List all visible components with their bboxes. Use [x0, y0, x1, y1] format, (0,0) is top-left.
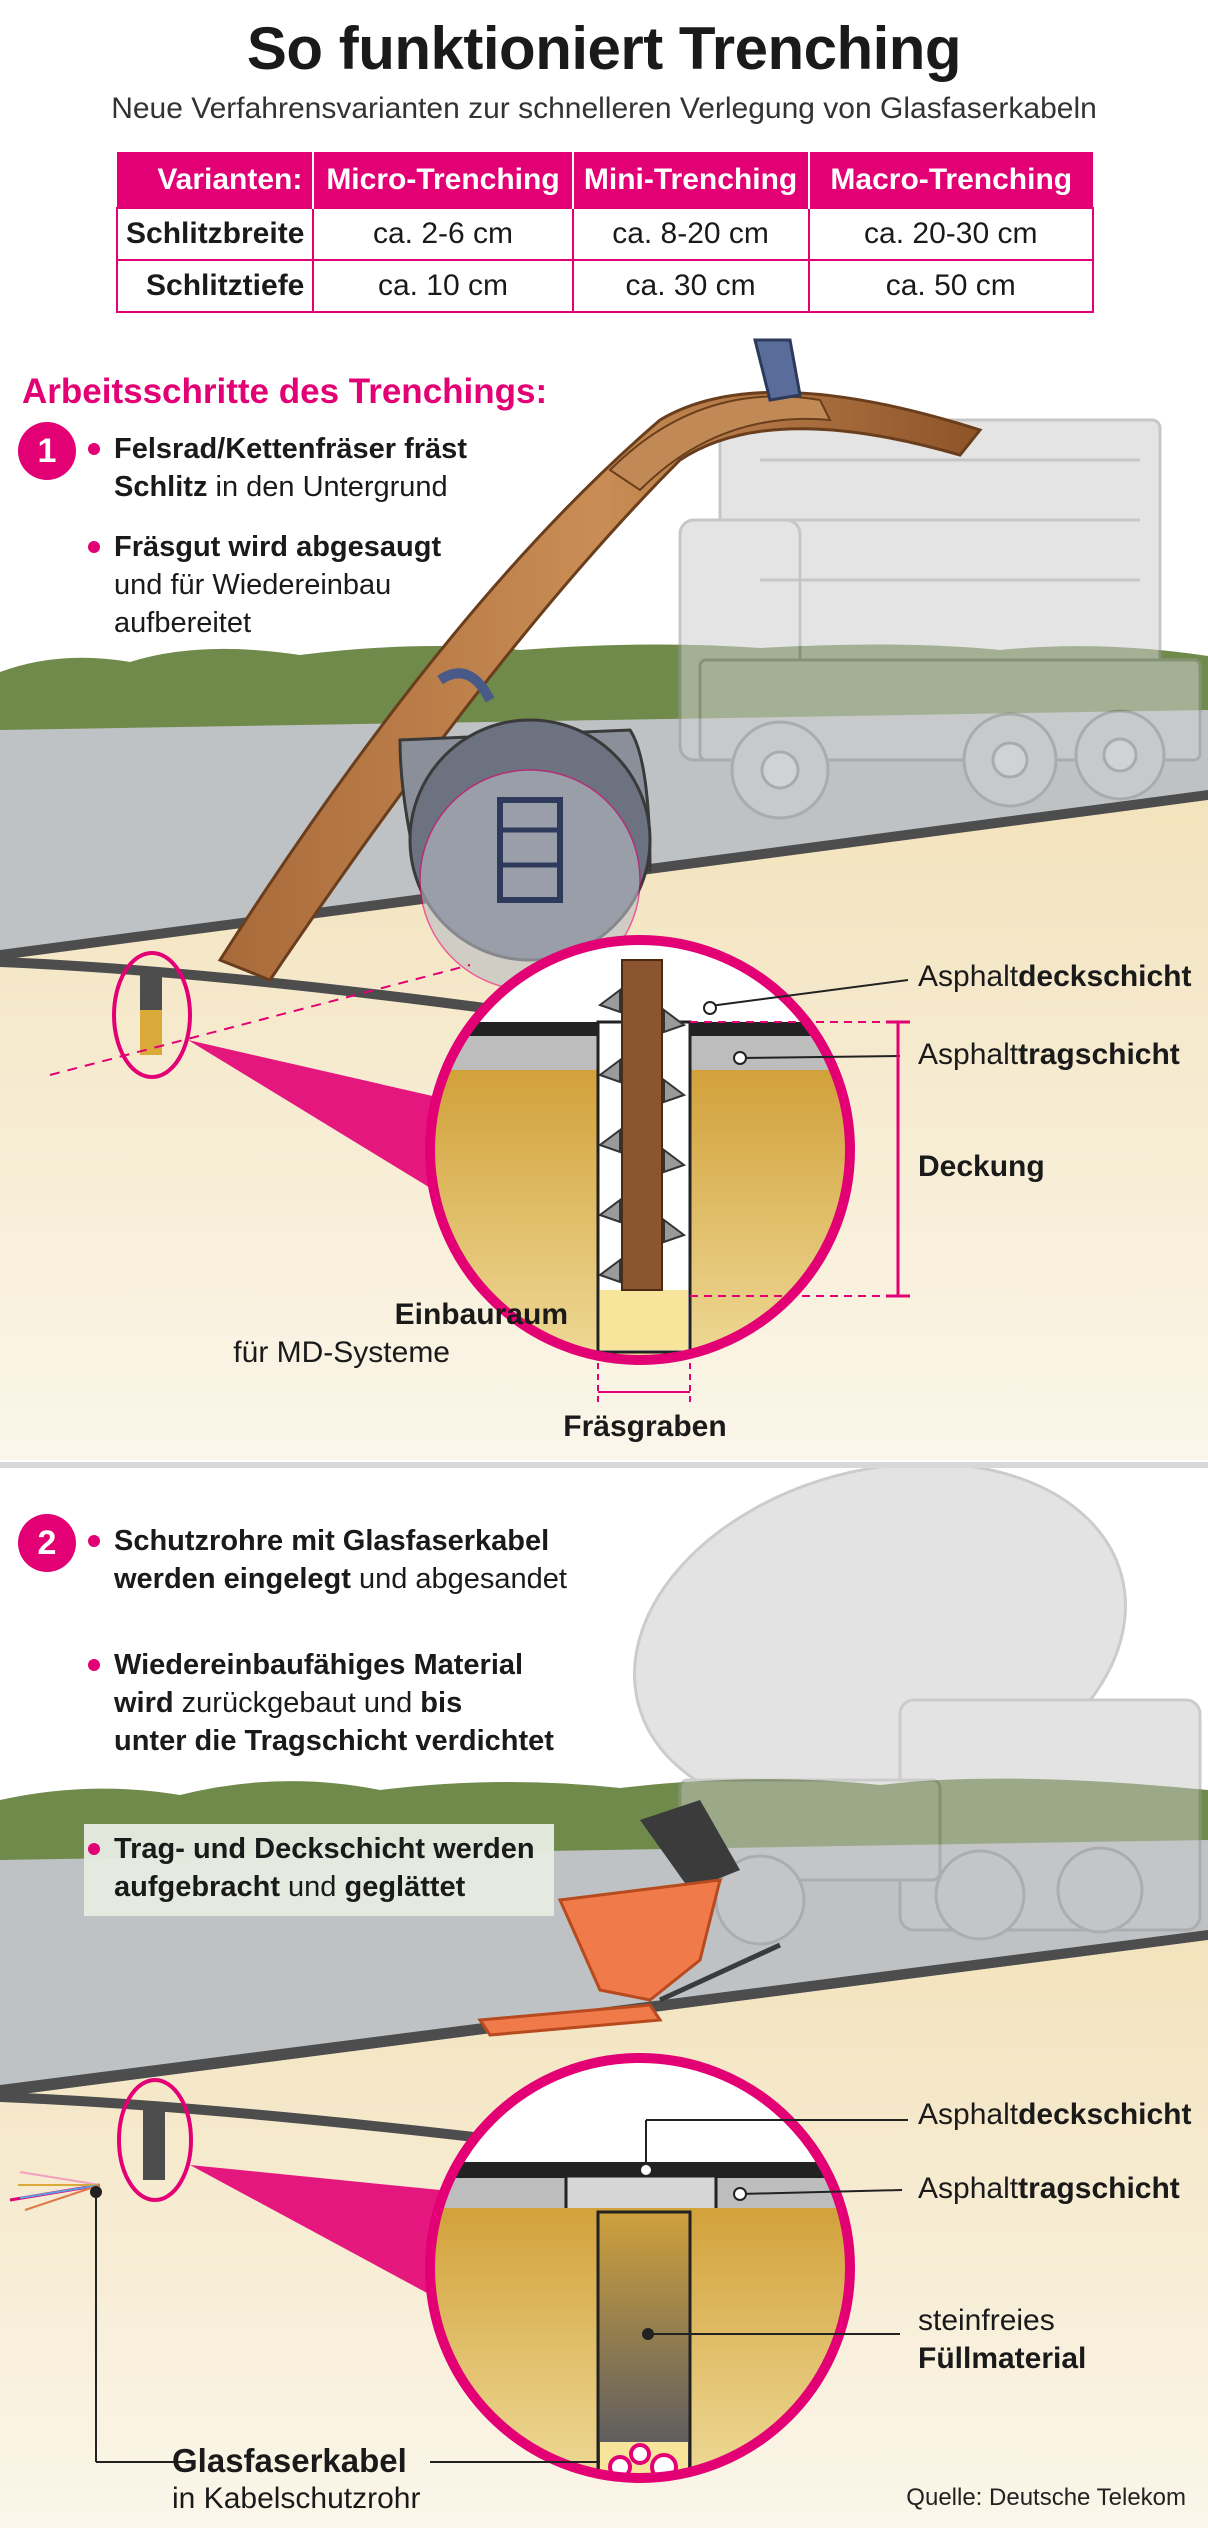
label-asphaltdeckschicht-1: Asphaltdeckschicht [918, 960, 1192, 994]
bullet-text: Schutzrohre mit Glasfaserkabel [114, 1525, 550, 1557]
bullet-text: aufbereitet [114, 607, 252, 639]
step-1-bullet-1: Felsrad/Kettenfräser fräst Schlitz in de… [88, 430, 534, 506]
bullet-text: Schlitz [114, 471, 208, 503]
label-text: Asphalt [918, 2172, 1019, 2205]
label-fraesgraben: Fräsgraben [563, 1410, 727, 1443]
step-2-bullet-1: Schutzrohre mit Glasfaserkabel werden ei… [88, 1522, 634, 1598]
table-cell: Schlitzbreite [115, 207, 315, 261]
detail-circle-2 [425, 2053, 855, 2483]
label-fill-line-1: steinfreies [918, 2304, 1055, 2337]
bullet-text: Fräsgut wird abgesaugt [114, 531, 442, 563]
truck-2 [633, 1462, 1202, 1946]
cutter-machine [217, 338, 983, 991]
zoom-ring-2 [117, 2078, 193, 2202]
step-1-badge: 1 [18, 422, 76, 480]
bullet-text: werden eingelegt [114, 1563, 351, 1595]
table-header-cell: Mini-Trenching [572, 152, 810, 208]
table-cell: ca. 8-20 cm [571, 207, 810, 261]
label-text: Asphalt [918, 1038, 1019, 1071]
variants-table: Varianten: Micro-Trenching Mini-Trenchin… [115, 152, 1095, 313]
bullet-text: Trag- und Deckschicht werden [114, 1833, 535, 1865]
label-einbauraum-sub: für MD-Systeme [233, 1336, 450, 1369]
step-2-badge: 2 [18, 1514, 76, 1572]
label-asphalttragschicht-2: Asphalttragschicht [918, 2172, 1180, 2206]
table-header-cell: Macro-Trenching [808, 152, 1093, 208]
section-divider [0, 1462, 1208, 1468]
step-2-bullet-3-background [84, 1824, 554, 1916]
bullet-text: unter die Tragschicht verdichtet [114, 1725, 554, 1757]
table-cell: ca. 2-6 cm [312, 207, 574, 261]
table-row: Schlitztiefe ca. 10 cm ca. 30 cm ca. 50 … [115, 259, 1095, 313]
zoom-cone-2 [190, 2165, 440, 2300]
bullet-text: und für Wiedereinbau [114, 569, 392, 601]
label-text: deckschicht [1018, 2098, 1192, 2131]
page-title: So funktioniert Trenching [246, 15, 962, 82]
label-text: deckschicht [1018, 960, 1192, 993]
table-cell: ca. 10 cm [312, 259, 574, 313]
zoom-ring-1 [112, 951, 192, 1079]
table-cell: ca. 50 cm [807, 259, 1095, 313]
label-text: tragschicht [1018, 2172, 1180, 2205]
bullet-text: Wiedereinbaufähiges Material [114, 1649, 524, 1681]
label-einbauraum: Einbauraum [394, 1298, 568, 1331]
table-row: Schlitzbreite ca. 2-6 cm ca. 8-20 cm ca.… [115, 207, 1095, 261]
bullet-text: bis [420, 1687, 463, 1719]
label-glasfaserkabel: Glasfaserkabel [172, 2442, 407, 2479]
filler-chute [477, 1800, 782, 2037]
bullet-text: wird [114, 1687, 174, 1719]
bullet-text: Felsrad/Kettenfräser fräst [114, 433, 467, 465]
label-glasfaserkabel-sub: in Kabelschutzrohr [172, 2482, 421, 2515]
table-header-cell: Micro-Trenching [313, 152, 574, 208]
bullet-text: und abgesandet [350, 1563, 567, 1595]
bullet-text: aufgebracht [114, 1871, 280, 1903]
table-header-cell: Varianten: [117, 152, 315, 208]
label-asphalttragschicht-1: Asphalttragschicht [918, 1038, 1180, 1072]
step-2-bullet-3: Trag- und Deckschicht werden aufgebracht… [88, 1830, 574, 1906]
source-credit: Quelle: Deutsche Telekom [906, 2484, 1186, 2511]
bullet-text: geglättet [344, 1871, 466, 1903]
steps-heading: Arbeitsschritte des Trenchings: [22, 372, 548, 411]
truck-1 [678, 418, 1202, 820]
label-deckung: Deckung [918, 1150, 1045, 1183]
detail-circle-1 [425, 935, 855, 1365]
bullet-text: in den Untergrund [207, 471, 448, 503]
step-1-bullet-2: Fräsgut wird abgesaugt und für Wiederein… [88, 528, 514, 642]
bullet-text: und [279, 1871, 345, 1903]
label-fill-line-2: Füllmaterial [918, 2342, 1087, 2375]
bullet-text: zurückgebaut und [173, 1687, 421, 1719]
label-text: tragschicht [1018, 1038, 1180, 1071]
table-cell: ca. 20-30 cm [807, 207, 1095, 261]
table-cell: Schlitztiefe [115, 259, 315, 313]
label-text: Asphalt [918, 2098, 1019, 2131]
page-subtitle: Neue Verfahrensvarianten zur schnelleren… [111, 92, 1097, 125]
step-2-bullet-2: Wiedereinbaufähiges Material wird zurück… [88, 1646, 634, 1760]
label-asphaltdeckschicht-2: Asphaltdeckschicht [918, 2098, 1192, 2132]
label-text: Asphalt [918, 960, 1019, 993]
table-header-row: Varianten: Micro-Trenching Mini-Trenchin… [117, 152, 1093, 208]
zoom-cone-1 [188, 1040, 450, 1200]
table-cell: ca. 30 cm [571, 259, 810, 313]
